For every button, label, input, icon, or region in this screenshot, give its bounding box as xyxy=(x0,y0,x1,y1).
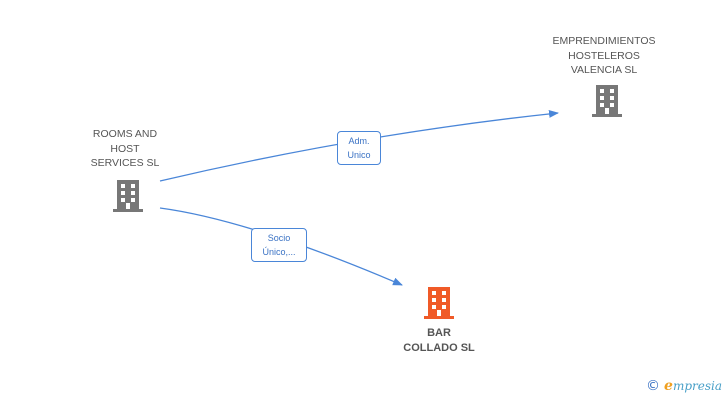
edge-label-socio-unico: Socio Único,... xyxy=(251,228,307,262)
node-label-emprendimientos-hosteleros[interactable]: EMPRENDIMIENTOS HOSTELEROS VALENCIA SL xyxy=(552,35,656,76)
empresia-watermark: © empresia xyxy=(646,378,722,394)
brand-logo: empresia xyxy=(664,378,722,394)
edge-label-adm-unico: Adm. Unico xyxy=(337,131,381,165)
building-icon[interactable] xyxy=(592,85,622,117)
building-icon[interactable] xyxy=(113,180,143,212)
node-label-rooms-and-host-services[interactable]: ROOMS AND HOST SERVICES SL xyxy=(90,128,160,169)
building-icon-focus[interactable] xyxy=(424,287,454,319)
node-label-bar-collado[interactable]: BAR COLLADO SL xyxy=(403,327,475,354)
copyright-icon: © xyxy=(646,378,661,394)
